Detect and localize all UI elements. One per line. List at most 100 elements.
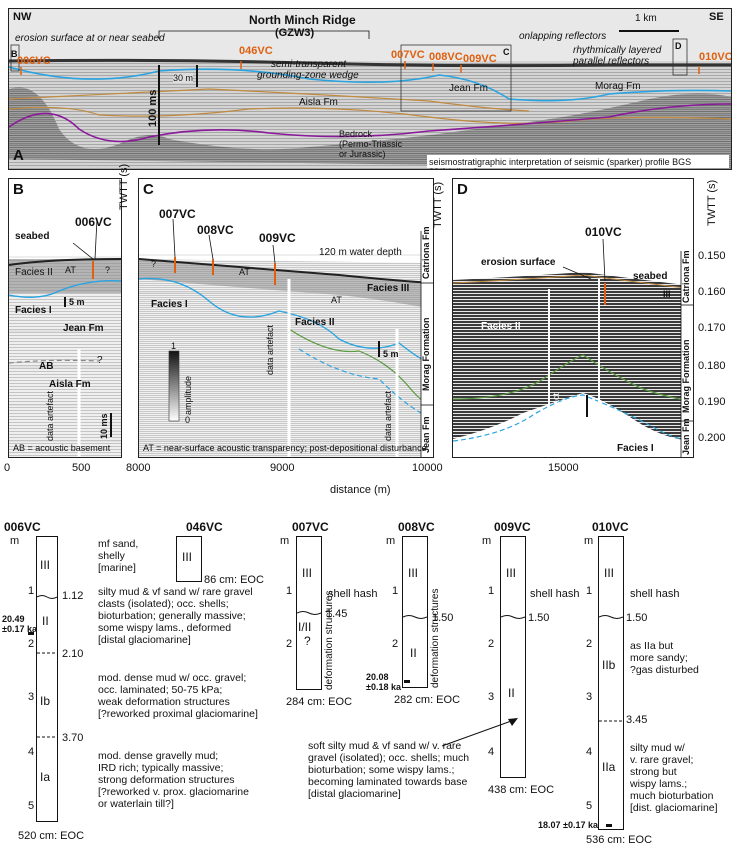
log-008-date-1: 20.08 xyxy=(366,672,389,682)
core-label-010: 010VC xyxy=(699,51,732,63)
log-008-depth: 1.50 xyxy=(432,612,454,624)
facies1-label-b: Facies I xyxy=(15,305,52,316)
c-xtick-8000: 8000 xyxy=(126,462,151,474)
log-008-m: m xyxy=(386,535,396,547)
log-007-scale-2: 2 xyxy=(286,638,293,650)
jean-label-b: Jean Fm xyxy=(63,323,104,334)
log-006-depth-210: 2.10 xyxy=(62,648,84,660)
panel-d-letter: D xyxy=(457,181,468,198)
panel-b-letter: B xyxy=(13,181,24,198)
log-009-unit-iii: III xyxy=(506,566,517,580)
log-009-m: m xyxy=(482,535,492,547)
log-008-note: deformation structures xyxy=(430,588,441,689)
log-010-m: m xyxy=(584,535,594,547)
log-010-shell-hash: shell hash xyxy=(630,588,680,600)
box-c-label: C xyxy=(503,47,510,57)
log-009-scale-4: 4 xyxy=(488,746,495,758)
ridge-sub: (GZW3) xyxy=(275,27,315,39)
artefact2-label-c: data artefact xyxy=(383,390,393,441)
se-label: SE xyxy=(709,11,724,23)
log-009-core xyxy=(500,536,526,778)
log-009-scale-3: 3 xyxy=(488,691,495,703)
m5-label-c: 5 m xyxy=(383,349,399,359)
log-008-core xyxy=(402,536,428,688)
wedge-label-1: semi-transparent xyxy=(271,59,347,70)
ytick-0190: 0.190 xyxy=(698,396,726,408)
q-label-b: ? xyxy=(105,265,111,275)
ab-note: AB = acoustic basement xyxy=(13,443,111,453)
rhythm-label-2: parallel reflectors xyxy=(573,56,650,67)
log-010-date: 18.07 ±0.17 ka xyxy=(538,820,598,830)
seismic-profile-c xyxy=(139,218,433,457)
log-006-scale-5: 5 xyxy=(28,800,35,812)
twtt-label-c: TWTT (s) xyxy=(432,181,444,228)
facies2-label-b: Facies II xyxy=(15,267,53,278)
log-007-name: 007VC xyxy=(292,520,329,534)
log-009-unit-ii: II xyxy=(508,686,515,700)
erosion-label-d: erosion surface xyxy=(481,257,556,268)
panel-d: D 010VC erosion surface seabed III Facie… xyxy=(452,178,694,458)
log-010-unit-iib: IIb xyxy=(602,658,616,672)
ytick-0150: 0.150 xyxy=(698,250,726,262)
log-010-date-marker xyxy=(606,824,612,827)
c-xtick-9000: 9000 xyxy=(270,462,295,474)
scale-1km: 1 km xyxy=(635,13,657,24)
desc-009-arrow xyxy=(441,718,518,747)
q-label-c: ? xyxy=(151,259,157,269)
seismic-profile-b xyxy=(9,218,121,457)
log-006-scale-4: 4 xyxy=(28,746,35,758)
at-label-b: AT xyxy=(65,265,76,275)
rhythm-label-1: rhythmically layered xyxy=(573,45,662,56)
log-009-shell-hash: shell hash xyxy=(530,588,580,600)
aisla-label-b: Aisla Fm xyxy=(49,379,91,390)
log-007-m: m xyxy=(280,535,290,547)
label-100ms: 100 ms xyxy=(147,89,159,127)
log-006-date-marker xyxy=(28,632,34,635)
log-006-unit-iii: III xyxy=(40,558,51,572)
desc-006-ia: mod. dense gravelly mud;IRD rich; typica… xyxy=(98,750,249,810)
jean-label-a: Jean Fm xyxy=(449,83,488,94)
facies3-label-c: Facies III xyxy=(367,283,410,294)
fm-morag-d: Morag Formation xyxy=(681,339,691,414)
bedrock-label-1: Bedrock xyxy=(339,129,373,139)
facies1-label-d: Facies I xyxy=(617,443,654,454)
log-010-scale-1: 1 xyxy=(586,585,593,597)
panel-c: C 007VC 008VC 009VC 120 m water depth ? … xyxy=(138,178,434,458)
log-006-name: 006VC xyxy=(4,520,41,534)
log-010-scale-3: 3 xyxy=(586,691,593,703)
twtt-label-d: TWTT (s) xyxy=(706,179,718,226)
log-006-scale-2: 2 xyxy=(28,638,35,650)
log-008-scale-1: 1 xyxy=(392,585,399,597)
ridge-title: North Minch Ridge xyxy=(249,13,356,27)
c-xtick-10000: 10000 xyxy=(412,462,443,474)
d-xtick-15000: 15000 xyxy=(548,462,579,474)
panel-a-letter: A xyxy=(13,147,24,164)
ms10-label-b: 10 ms xyxy=(99,413,109,439)
log-008-eoc: 282 cm: EOC xyxy=(394,694,461,706)
log-010-eoc: 536 cm: EOC xyxy=(586,834,653,846)
bedrock-label-2: (Permo-Triassic xyxy=(339,139,403,149)
log-010-unit-iii: III xyxy=(604,566,615,580)
log-010-depth-150: 1.50 xyxy=(626,612,648,624)
panel-a: NW SE North Minch Ridge (GZW3) 1 km eros… xyxy=(8,8,732,170)
core-label-006: 006VC xyxy=(17,55,51,67)
log-007-note: deformation structures xyxy=(324,590,335,691)
facies1-label-c: Facies I xyxy=(151,299,188,310)
nw-label: NW xyxy=(13,11,32,23)
bedrock-label-3: or Jurassic) xyxy=(339,149,386,159)
log-008-date-2: ±0.18 ka xyxy=(366,682,401,692)
panel-c-letter: C xyxy=(143,181,154,198)
log-010-scale-5: 5 xyxy=(586,800,593,812)
core-label-008: 008VC xyxy=(429,51,463,63)
box-b-label: B xyxy=(11,49,18,59)
log-007-depth: 1.45 xyxy=(326,608,348,620)
log-009-scale-2: 2 xyxy=(488,638,495,650)
seismic-profile-d xyxy=(453,238,693,457)
fm-catriona-c: Catriona Fm xyxy=(421,226,431,279)
facies2-label-d: Facies II xyxy=(481,321,521,332)
log-010-scale-2: 2 xyxy=(586,638,593,650)
log-008-date-marker xyxy=(404,680,410,683)
b-xtick-500: 500 xyxy=(72,462,91,474)
